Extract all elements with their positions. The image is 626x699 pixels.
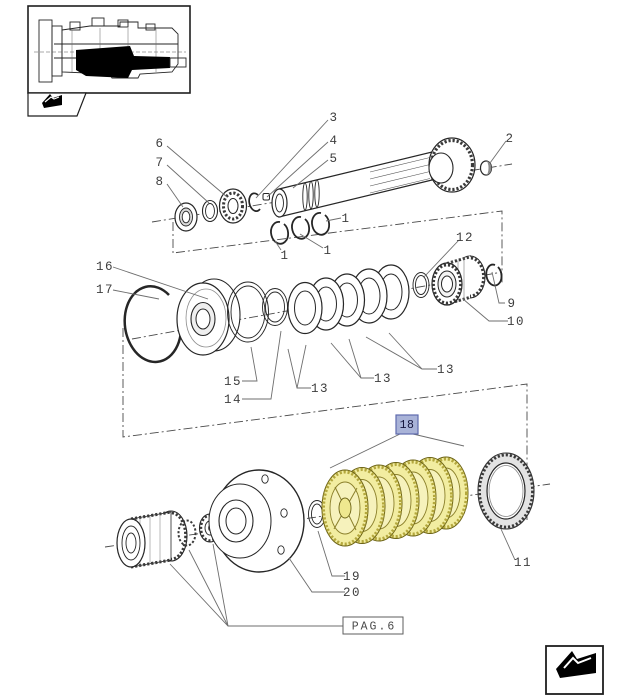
thumbnail-section-tab[interactable] — [27, 92, 87, 117]
callout-part-13-left: 13 — [311, 382, 329, 396]
snap-rings-1 — [270, 212, 331, 245]
callout-part-7: 7 — [155, 156, 164, 170]
highlighted-callout-part-18[interactable]: 18 — [395, 414, 419, 435]
callout-part-16: 16 — [96, 260, 114, 274]
callout-part-3: 3 — [329, 111, 338, 125]
toothed-ring-11 — [477, 452, 535, 530]
splined-gear-group — [116, 510, 222, 569]
page-reference-label: PAG.6 — [352, 621, 397, 634]
callout-part-17: 17 — [96, 283, 114, 297]
callout-part-15: 15 — [224, 375, 242, 389]
bearing-6 — [218, 188, 248, 224]
seal-ring-14 — [262, 288, 288, 326]
clutch-plates-13 — [287, 264, 410, 335]
group-divider-lines — [122, 210, 528, 520]
shaft-splined-end — [428, 137, 476, 193]
callout-part-20: 20 — [343, 586, 361, 600]
transmission-overview-thumbnail — [27, 5, 191, 94]
piston-plates-row — [123, 255, 503, 364]
snap-ring-9 — [485, 263, 503, 287]
callout-part-19: 19 — [343, 570, 361, 584]
callout-part-8: 8 — [155, 175, 164, 189]
clutch-disc-pack-18 — [321, 456, 469, 547]
shaft-5 — [271, 151, 433, 218]
callout-part-9: 9 — [507, 297, 516, 311]
callout-part-6: 6 — [155, 137, 164, 151]
page-reference-box[interactable]: PAG.6 — [342, 616, 404, 635]
plug-4 — [262, 193, 270, 201]
piston-16 — [176, 278, 241, 356]
callout-part-12: 12 — [456, 231, 474, 245]
clutch-drum-20 — [208, 469, 305, 573]
cap-2 — [479, 160, 493, 176]
callout-part-5: 5 — [329, 152, 338, 166]
bearing-8 — [174, 202, 198, 232]
callout-part-1-left: 1 — [280, 249, 289, 263]
callout-part-13-middle: 13 — [374, 372, 392, 386]
o-ring-12 — [412, 272, 430, 298]
callout-labels: 3 4 5 6 7 8 2 1 1 1 12 16 17 9 10 15 14 … — [96, 111, 532, 600]
callout-part-1-middle: 1 — [323, 244, 332, 258]
callout-part-4: 4 — [329, 134, 338, 148]
section-arrow-icon — [42, 94, 62, 108]
callout-part-18-label: 18 — [400, 419, 415, 432]
callout-part-1-right: 1 — [341, 212, 350, 226]
shaft-assembly-row — [174, 137, 493, 245]
splined-hub-10 — [431, 255, 486, 306]
page-back-arrow-icon — [556, 651, 596, 678]
clutch-drum-row — [116, 452, 535, 573]
callout-part-14: 14 — [224, 393, 242, 407]
callout-part-10: 10 — [507, 315, 525, 329]
callout-part-2: 2 — [505, 132, 514, 146]
leader-lines — [112, 119, 516, 627]
snap-ring-17 — [123, 285, 183, 364]
snap-ring-3 — [248, 192, 261, 212]
highlighted-section-blob — [76, 46, 170, 78]
callout-part-11: 11 — [514, 556, 532, 570]
callout-part-13-right: 13 — [437, 363, 455, 377]
ring-7 — [201, 199, 219, 223]
seal-ring-15 — [227, 281, 269, 343]
footer-nav-box[interactable] — [545, 645, 604, 695]
